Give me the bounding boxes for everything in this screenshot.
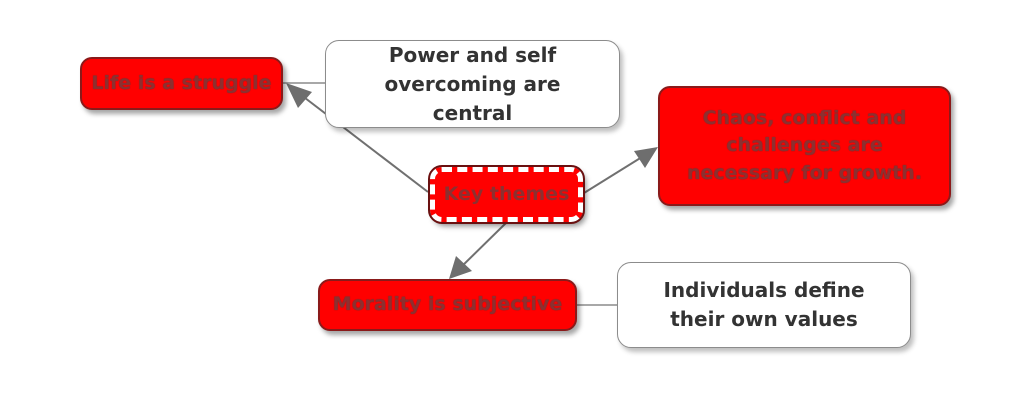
node-label: Key themes xyxy=(443,182,570,205)
node-label: Chaos, conflict and challenges are neces… xyxy=(686,106,923,184)
node-key-themes[interactable]: Key themes xyxy=(428,165,585,224)
arrowhead-morality xyxy=(449,256,472,279)
note-label: Power and self overcoming are central xyxy=(384,42,561,125)
node-morality-is-subjective[interactable]: Morality is subjective xyxy=(318,279,577,331)
arrowhead-life xyxy=(286,83,312,108)
arrowhead-chaos xyxy=(634,147,658,168)
node-label: Life is a struggle xyxy=(91,71,272,94)
note-individuals-define-values[interactable]: Individuals define their own values xyxy=(617,262,911,348)
connector-center-to-morality xyxy=(455,221,508,273)
node-chaos-conflict-challenges[interactable]: Chaos, conflict and challenges are neces… xyxy=(658,86,951,206)
node-life-is-a-struggle[interactable]: Life is a struggle xyxy=(80,57,283,110)
note-power-and-self-overcoming[interactable]: Power and self overcoming are central xyxy=(325,40,620,128)
node-label: Morality is subjective xyxy=(332,293,563,316)
connector-center-to-chaos xyxy=(583,151,651,194)
note-label: Individuals define their own values xyxy=(663,278,865,331)
connector-center-to-life xyxy=(291,87,429,193)
